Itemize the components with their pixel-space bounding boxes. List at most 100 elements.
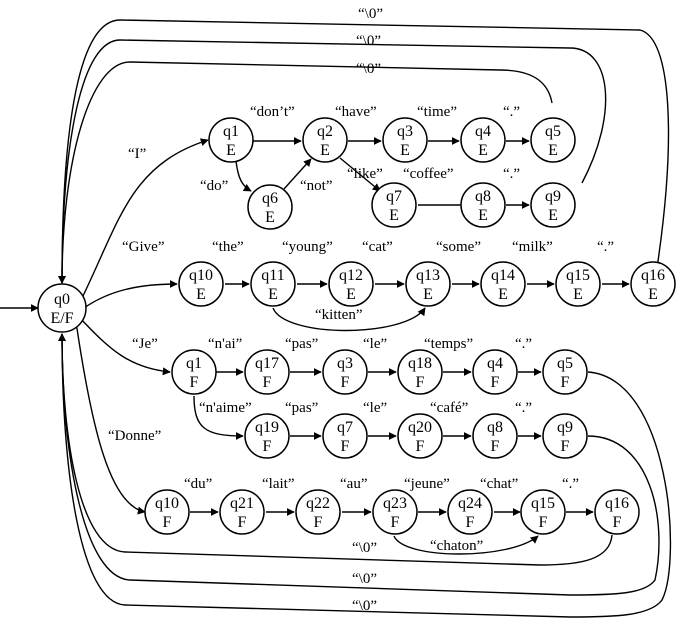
- svg-text:q21: q21: [230, 495, 254, 512]
- svg-text:E: E: [265, 209, 275, 226]
- state-q3-french: q3F: [322, 349, 368, 395]
- state-q1-english: q1E: [208, 117, 254, 163]
- edge-chaton: [393, 535, 539, 555]
- edge-q5-return: [58, 61, 553, 284]
- state-q3-english: q3E: [382, 117, 428, 163]
- state-q5-english: q5E: [530, 117, 576, 163]
- svg-text:E: E: [648, 286, 658, 303]
- svg-text:q15: q15: [531, 495, 555, 512]
- state-q9-english: q9E: [530, 182, 576, 228]
- edge-labels: “\0” “\0” “\0” “I” “don’t” “have” “time”…: [108, 6, 614, 614]
- edge-like: [339, 157, 381, 192]
- edge-not: [283, 158, 312, 190]
- state-q5-french: q5F: [542, 349, 588, 395]
- svg-text:F: F: [391, 514, 400, 531]
- edge-give: [83, 280, 178, 309]
- label-nai: “n'ai”: [208, 336, 242, 352]
- state-q4-english: q4E: [460, 117, 506, 163]
- label-naime: “n'aime”: [199, 400, 252, 416]
- svg-text:q2: q2: [317, 123, 333, 140]
- label-dot-6: “.”: [562, 476, 579, 492]
- svg-text:F: F: [190, 374, 199, 391]
- label-pas-2: “pas”: [285, 400, 318, 416]
- label-dont: “don’t”: [250, 104, 295, 120]
- edge-f9-return: [58, 333, 660, 596]
- svg-text:F: F: [238, 514, 247, 531]
- state-q7-english: q7E: [371, 182, 417, 228]
- svg-text:F: F: [263, 374, 272, 391]
- svg-text:F: F: [491, 374, 500, 391]
- svg-text:F: F: [263, 438, 272, 455]
- svg-text:E: E: [196, 286, 206, 303]
- label-top-null-3: “\0”: [356, 61, 381, 77]
- edge-donne: [75, 321, 146, 515]
- svg-text:F: F: [416, 374, 425, 391]
- label-I: “I”: [128, 146, 146, 162]
- svg-text:q7: q7: [337, 419, 353, 436]
- svg-text:q11: q11: [261, 267, 284, 284]
- state-q1-french: q1F: [171, 349, 217, 395]
- state-q9-french: q9F: [542, 413, 588, 459]
- svg-text:F: F: [416, 438, 425, 455]
- state-q2-english: q2E: [302, 117, 348, 163]
- svg-text:q4: q4: [487, 355, 503, 372]
- label-dot-3: “.”: [597, 239, 614, 255]
- label-some: “some”: [436, 239, 481, 255]
- svg-text:q3: q3: [397, 123, 413, 140]
- svg-text:E: E: [573, 286, 583, 303]
- svg-text:E: E: [226, 142, 236, 159]
- label-lait: “lait”: [262, 476, 294, 492]
- svg-text:q20: q20: [408, 419, 432, 436]
- label-young: “young”: [282, 239, 333, 255]
- svg-text:F: F: [341, 438, 350, 455]
- svg-text:F: F: [314, 514, 323, 531]
- label-chaton: “chaton”: [430, 538, 483, 554]
- svg-text:E: E: [478, 142, 488, 159]
- svg-text:q8: q8: [475, 188, 491, 205]
- label-coffee: “coffee”: [403, 166, 454, 182]
- svg-text:F: F: [613, 514, 622, 531]
- label-dot-5: “.”: [515, 400, 532, 416]
- state-q8-english: q8E: [460, 182, 506, 228]
- svg-text:E: E: [400, 142, 410, 159]
- label-bottom-null-1: “\0”: [352, 540, 377, 556]
- label-do: “do”: [200, 178, 228, 194]
- svg-text:F: F: [163, 514, 172, 531]
- svg-text:F: F: [466, 514, 475, 531]
- states: q0E/F q1E q2E q3E q4E q5E q6E q7E q8E q9…: [37, 117, 676, 535]
- label-dot-4: “.”: [515, 336, 532, 352]
- label-milk: “milk”: [512, 239, 553, 255]
- state-q7-french: q7F: [322, 413, 368, 459]
- svg-text:F: F: [341, 374, 350, 391]
- svg-text:q10: q10: [189, 267, 213, 284]
- state-q4-french: q4F: [472, 349, 518, 395]
- label-top-null-2: “\0”: [356, 33, 381, 49]
- svg-text:E: E: [346, 286, 356, 303]
- label-donne: “Donne”: [108, 428, 161, 444]
- label-like: “like”: [347, 166, 383, 182]
- edge-kitten: [272, 307, 426, 332]
- label-au: “au”: [340, 476, 367, 492]
- svg-text:q4: q4: [475, 123, 491, 140]
- label-time: “time”: [417, 104, 457, 120]
- svg-text:q12: q12: [339, 267, 363, 284]
- label-give: “Give”: [122, 239, 164, 255]
- edge-naime: [193, 395, 244, 440]
- svg-text:q22: q22: [306, 495, 330, 512]
- state-q8-french: q8F: [472, 413, 518, 459]
- label-cafe: “café”: [430, 400, 468, 416]
- svg-text:E: E: [498, 286, 508, 303]
